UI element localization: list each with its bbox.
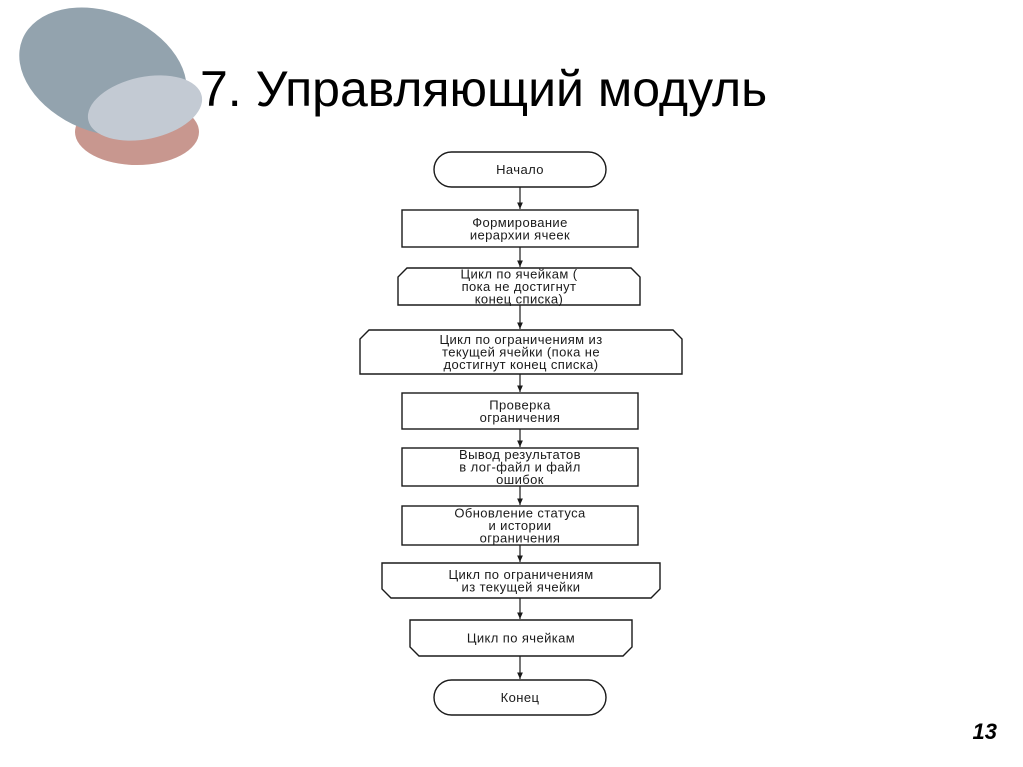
- flow-node-start: Начало: [433, 151, 607, 188]
- loop-end-shape: [409, 619, 633, 657]
- flow-node-label: Цикл по ячейкам (: [461, 267, 578, 282]
- flow-node-label: ограничения: [480, 531, 561, 546]
- flow-node-label: Начало: [496, 162, 544, 177]
- flow-node-label: Цикл по ограничениям из: [439, 332, 602, 347]
- decor-light-ellipse: [87, 75, 203, 141]
- process-shape: [401, 505, 639, 546]
- flow-node-label: Формирование: [472, 215, 567, 230]
- terminal-shape: [433, 679, 607, 716]
- loop-start-shape: [397, 267, 641, 306]
- flow-node-label: Цикл по ограничениям: [448, 567, 593, 582]
- flow-node-label: конец списка): [475, 292, 564, 307]
- flow-node-label: в лог-файл и файл: [459, 460, 580, 475]
- flow-node-label: и истории: [488, 518, 551, 533]
- flow-node-label: из текущей ячейки: [462, 579, 581, 594]
- flow-node-cells-loop-end: Цикл по ячейкам: [409, 619, 633, 657]
- process-shape: [401, 392, 639, 430]
- flow-node-cells-loop-start: Цикл по ячейкам (пока не достигнутконец …: [397, 267, 641, 307]
- loop-start-shape: [359, 329, 683, 375]
- flow-node-label: Обновление статуса: [454, 506, 586, 521]
- flow-node-label: иерархии ячеек: [470, 227, 570, 242]
- flow-node-label: Конец: [501, 690, 540, 705]
- process-shape: [401, 209, 639, 248]
- flow-node-end: Конец: [433, 679, 607, 716]
- flow-node-label: достигнут конец списка): [443, 357, 598, 372]
- flow-node-label: текущей ячейки (пока не: [442, 345, 600, 360]
- flow-node-label: пока не достигнут: [462, 279, 577, 294]
- flow-node-label: Вывод результатов: [459, 447, 581, 462]
- decorative-ellipses: [19, 7, 203, 165]
- flow-node-label: ошибок: [496, 472, 544, 487]
- terminal-shape: [433, 151, 607, 188]
- process-shape: [401, 447, 639, 487]
- flow-node-label: ограничения: [480, 410, 561, 425]
- flow-node-label: Цикл по ячейкам: [467, 631, 575, 646]
- page-number: 13: [972, 719, 997, 744]
- flow-node-label: Проверка: [489, 397, 551, 412]
- loop-end-shape: [381, 562, 661, 599]
- slide-title: 7. Управляющий модуль: [200, 61, 768, 117]
